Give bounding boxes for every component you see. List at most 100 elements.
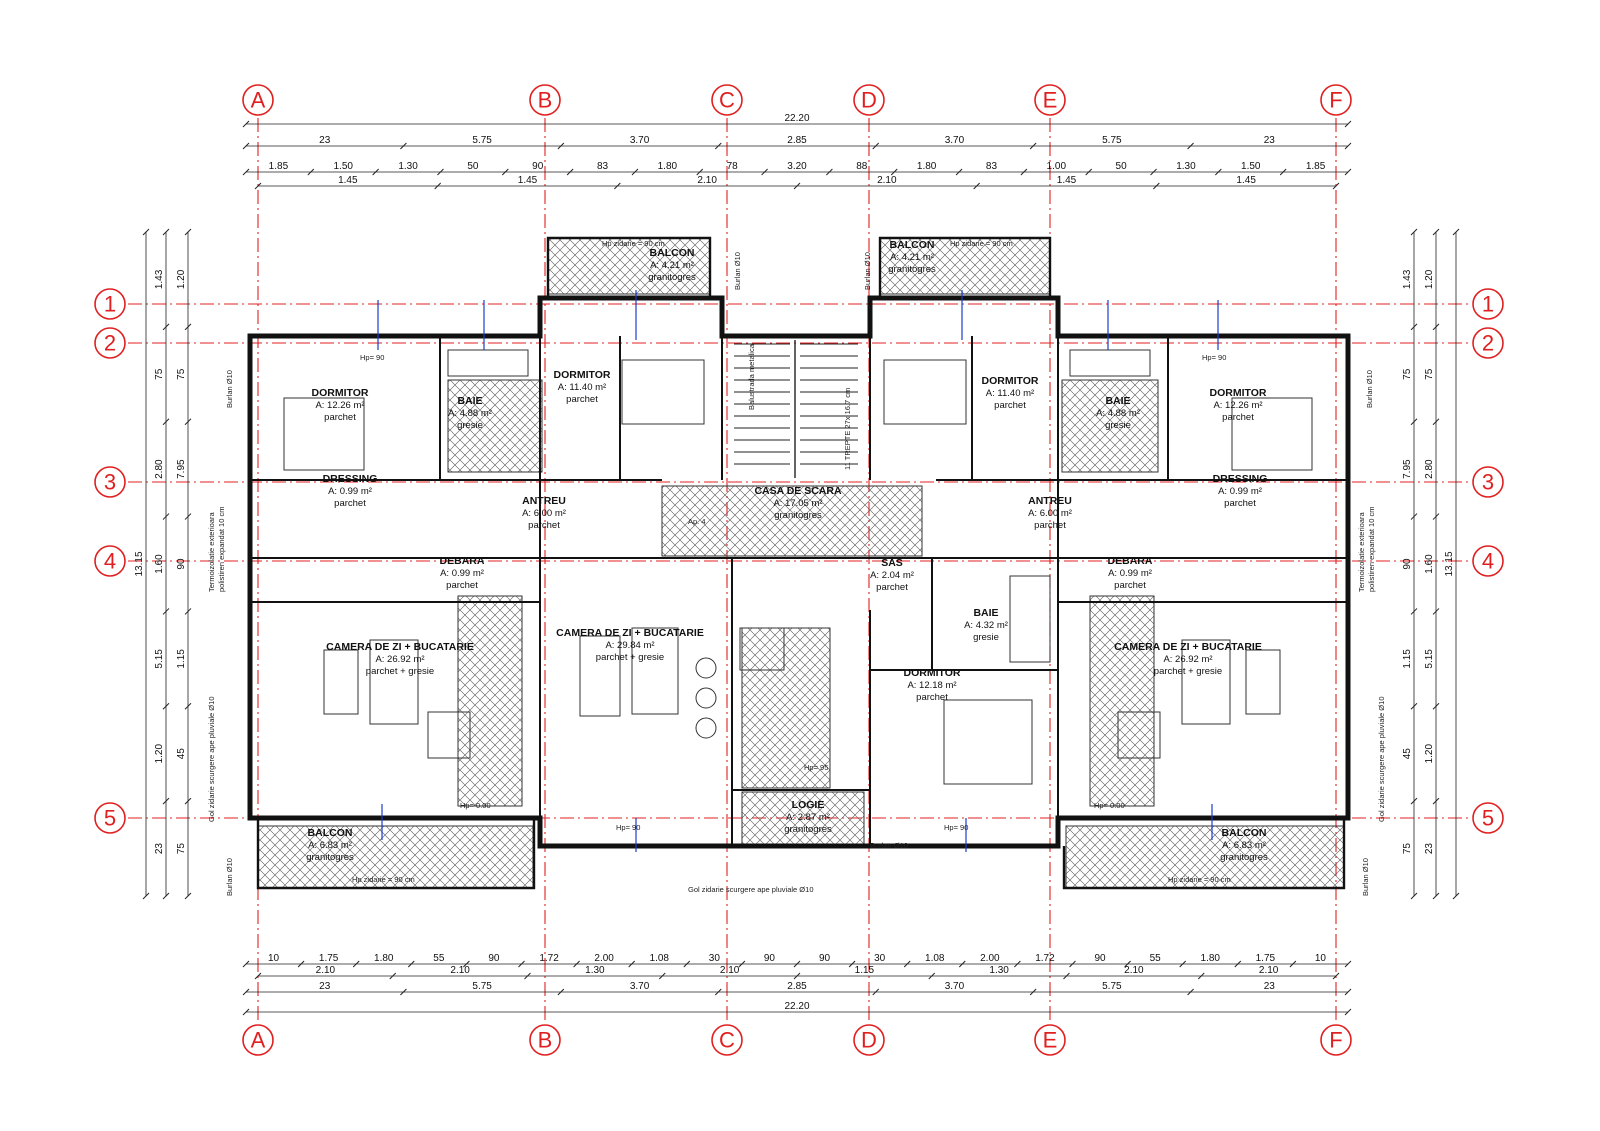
- gol-zidarie-right: Gol zidarie scurgere ape pluviale Ø10: [1377, 697, 1386, 823]
- dim-top-detail-label: 83: [986, 161, 998, 172]
- dim-right-main-label: 1.20: [1424, 744, 1435, 764]
- room-area: A: 11.40 m²: [986, 388, 1034, 399]
- grid-label-col-B: B: [538, 1028, 553, 1053]
- dim-bottom-axes-tick: [1344, 988, 1352, 996]
- grid-label-row-4: 4: [1482, 549, 1494, 574]
- room-name: DORMITOR: [554, 369, 611, 381]
- room-name: BALCON: [308, 827, 353, 839]
- dim-top-detail-label: 50: [1116, 161, 1128, 172]
- room-floor: granitogres: [774, 510, 822, 521]
- dim-bottom-detail-label: 1.72: [539, 953, 559, 964]
- room-floor: parchet: [446, 580, 478, 591]
- dim-right-main-label: 2.80: [1424, 459, 1435, 479]
- grid-bubble-row-3: [94, 466, 126, 498]
- room-floor: parchet: [1224, 498, 1256, 509]
- termoizolatie-left-1: Termoizolatie exterioara: [207, 512, 216, 592]
- dim-top-detail-tick: [437, 168, 444, 176]
- dim-left-total-tick: [142, 892, 150, 900]
- dim-left-sub-tick: [184, 702, 192, 710]
- room-name: ANTREU: [522, 495, 566, 507]
- burlan-note-top: Burlan Ø10: [733, 252, 742, 290]
- room-floor: parchet: [334, 498, 366, 509]
- dim-bottom-detail-label: 1.08: [925, 953, 945, 964]
- room-area: A: 12.26 m²: [315, 400, 364, 411]
- dim-top-total-tick: [242, 120, 250, 128]
- dim-bottom-detail-tick: [1289, 960, 1297, 968]
- room-area: A: 6.00 m²: [1028, 508, 1072, 519]
- dim-right-sub-tick: [1410, 608, 1418, 615]
- burlan-note-bottom-mid: Burlan Ø10: [870, 841, 908, 850]
- room-name: DEBARA: [1108, 555, 1153, 567]
- dim-right-sub-label: 75: [1402, 843, 1413, 855]
- ap-label: Ap. 4: [688, 517, 706, 526]
- dim-right-sub-label: 1.15: [1402, 649, 1413, 669]
- dim-bottom-detail-label: 55: [1150, 953, 1162, 964]
- dim-top-detail2-label: 1.45: [1236, 175, 1256, 186]
- dim-top-axes-tick: [1029, 142, 1037, 150]
- room-floor: parchet + gresie: [596, 652, 664, 663]
- dim-right-main-label: 23: [1424, 843, 1435, 855]
- dim-bottom-detail-label: 90: [764, 953, 776, 964]
- room-floor: parchet: [916, 692, 948, 703]
- burlan-note-bottom-right: Burlan Ø10: [1361, 858, 1370, 896]
- room-name: DORMITOR: [982, 375, 1039, 387]
- room-area: A: 26.92 m²: [1163, 654, 1212, 665]
- grid-bubble-row-5: [1472, 802, 1504, 834]
- dim-bottom-detail-tick: [1179, 960, 1187, 968]
- dim-bottom-detail-tick: [242, 960, 250, 968]
- dim-bottom-detail-label: 1.72: [1035, 953, 1055, 964]
- dim-right-main-label: 75: [1424, 368, 1435, 380]
- room-area: A: 4.32 m²: [964, 620, 1008, 631]
- dim-right-sub-tick: [1410, 228, 1418, 236]
- dim-top-detail2-tick: [254, 182, 262, 190]
- dim-left-main-tick: [162, 228, 170, 236]
- dim-bottom-detail-label: 30: [874, 953, 886, 964]
- dim-bottom-detail-label: 55: [433, 953, 445, 964]
- grid-label-row-3: 3: [1482, 470, 1494, 495]
- dim-left-sub-tick: [184, 513, 192, 520]
- grid-label-row-4: 4: [104, 549, 116, 574]
- dim-bottom-axes-label: 3.70: [945, 981, 965, 992]
- dim-left-sub-tick: [184, 418, 192, 426]
- room-floor: granitogres: [888, 264, 936, 275]
- dim-top-axes-label: 23: [319, 135, 331, 146]
- room-floor: parchet: [324, 412, 356, 423]
- dim-bottom-detail2-label: 2.10: [720, 965, 740, 976]
- dim-top-total-tick: [1344, 120, 1352, 128]
- dim-right-sub-tick: [1410, 797, 1418, 805]
- room-name: BALCON: [650, 247, 695, 259]
- dim-left-sub-label: 1.15: [176, 649, 187, 669]
- windows: [377, 290, 1219, 852]
- room-name: SAS: [881, 557, 903, 569]
- room-name: LOGIE: [792, 799, 825, 811]
- stair-landing-hatch: [661, 485, 923, 557]
- dim-bottom-axes-tick: [714, 988, 722, 996]
- dim-right-main-label: 5.15: [1424, 649, 1435, 669]
- dim-bottom-detail-label: 30: [709, 953, 721, 964]
- room-name: CAMERA DE ZI + BUCATARIE: [1114, 641, 1262, 653]
- dim-top-detail-tick: [1214, 168, 1222, 176]
- grid-label-col-F: F: [1329, 1028, 1342, 1053]
- dim-bottom-detail-label: 2.00: [594, 953, 614, 964]
- dim-bottom-detail2-tick: [524, 972, 531, 980]
- dim-left-sub-label: 90: [176, 558, 187, 570]
- grid-label-col-A: A: [251, 88, 266, 113]
- dim-bottom-detail2-tick: [1332, 972, 1340, 980]
- stair-treads-note: 11 TREPTE 27x 16.7 cm: [843, 388, 852, 470]
- bath-right-hatch: [1061, 379, 1159, 473]
- grid-label-col-D: D: [861, 1028, 877, 1053]
- room-area: A: 12.26 m²: [1213, 400, 1262, 411]
- dim-top-detail-tick: [955, 168, 963, 176]
- grid-bubble-col-F: [1320, 1024, 1352, 1056]
- dim-left-main-label: 5.15: [154, 649, 165, 669]
- room-floor: parchet: [528, 520, 560, 531]
- room-name: BALCON: [1222, 827, 1267, 839]
- kitchen-left-hatch: [457, 595, 523, 807]
- grid-bubble-row-4: [94, 545, 126, 577]
- room-area: A: 4.88 m²: [448, 408, 492, 419]
